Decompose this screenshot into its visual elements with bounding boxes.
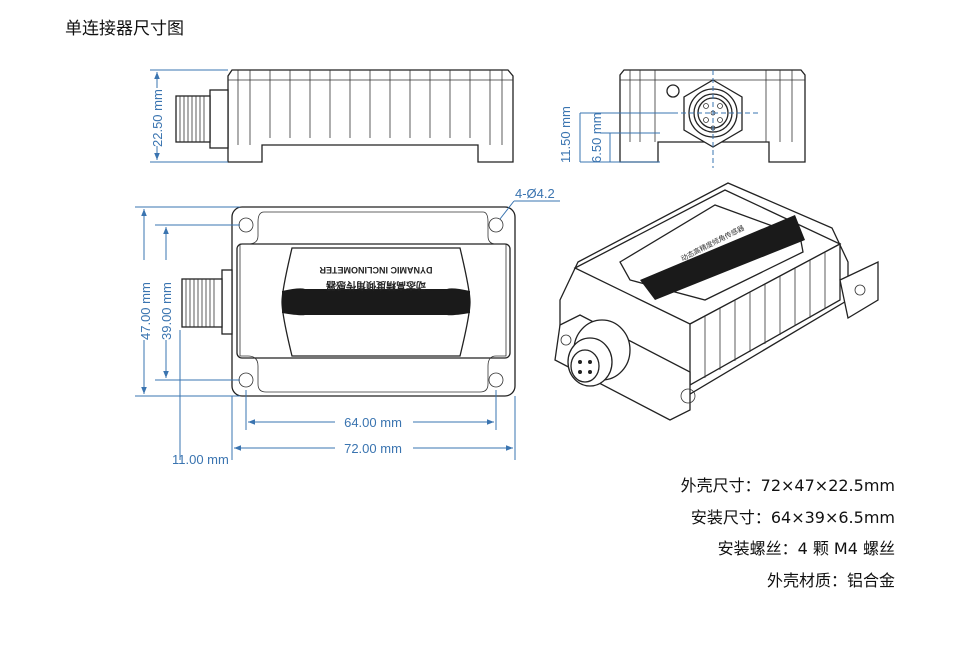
label-english: DYNAMIC INCLINOMETER: [319, 265, 432, 275]
label-chinese: 动态高精度倾角传感器: [325, 279, 426, 292]
spec-housing-material: 外壳材质：铝合金: [766, 570, 895, 590]
front-mount-height-dimension: 6.50 mm: [589, 112, 604, 163]
hole-spacing-y-dimension: 39.00 mm: [159, 282, 174, 340]
side-height-dimension: 22.50 mm: [150, 89, 165, 147]
holes-dimension: 4-Ø4.2: [515, 186, 555, 201]
top-view: 动态高精度倾角传感器 DYNAMIC INCLINOMETER 47.00 mm…: [135, 186, 560, 467]
width-dimension: 47.00 mm: [138, 282, 153, 340]
isometric-view: 动态高精度倾角传感器: [554, 182, 879, 421]
connector-length-dimension: 11.00 mm: [172, 452, 229, 467]
page-title: 单连接器尺寸图: [65, 19, 184, 39]
spec-mounting-size: 安装尺寸：64×39×6.5mm: [690, 507, 895, 527]
length-dimension: 72.00 mm: [344, 441, 402, 456]
hole-spacing-x-dimension: 64.00 mm: [344, 415, 402, 430]
front-view: 11.50 mm 6.50 mm: [558, 69, 806, 168]
front-center-height-dimension: 11.50 mm: [558, 106, 573, 163]
side-view: 22.50 mm: [149, 69, 514, 163]
spec-mounting-screws: 安装螺丝：4 颗 M4 螺丝: [717, 539, 895, 558]
spec-list: 外壳尺寸：72×47×22.5mm 安装尺寸：64×39×6.5mm 安装螺丝：…: [681, 470, 895, 596]
spec-housing-size: 外壳尺寸：72×47×22.5mm: [680, 476, 895, 495]
